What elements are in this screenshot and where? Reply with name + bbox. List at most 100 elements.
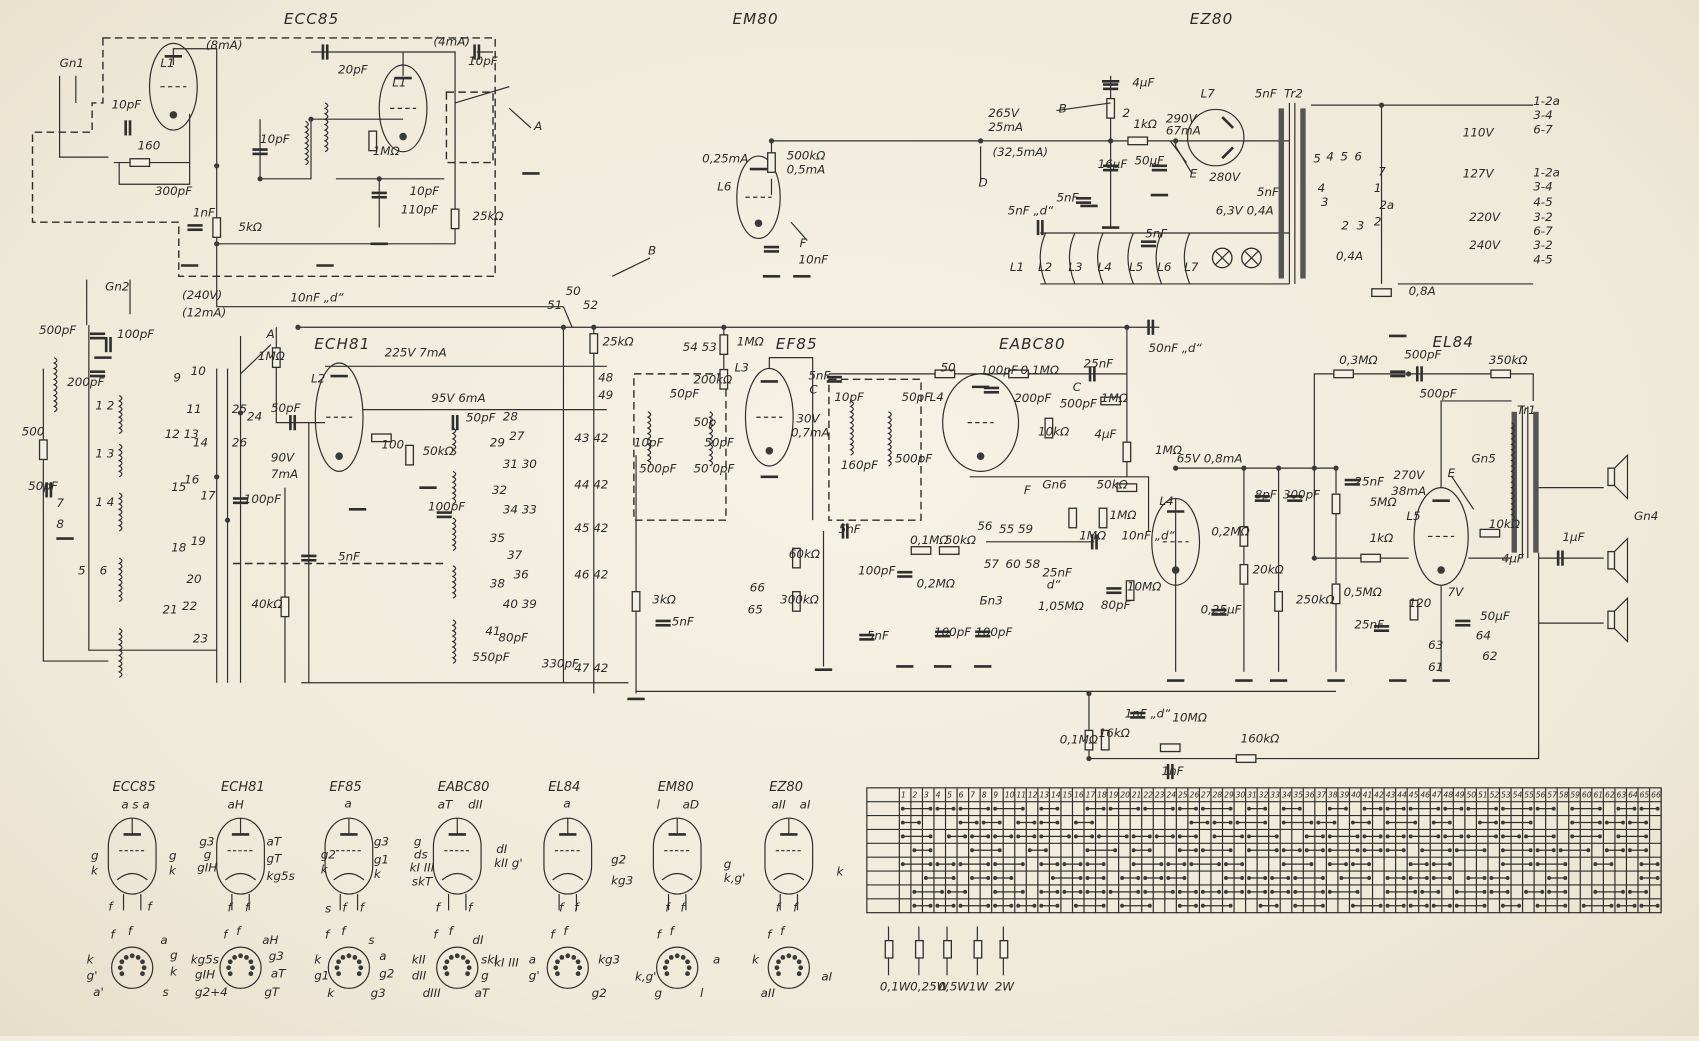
socket-pin <box>238 953 243 959</box>
label-el84: 64 <box>1476 628 1491 642</box>
table-contact <box>928 848 933 853</box>
table-contact <box>1212 820 1217 825</box>
table-contact <box>1621 820 1625 825</box>
table-contact <box>1078 889 1083 894</box>
table-column-number: 54 <box>1513 791 1523 800</box>
table-contact <box>1401 806 1406 811</box>
tube-pin-label: f <box>433 927 439 941</box>
table-column-number: 2 <box>913 791 918 800</box>
table-contact <box>1454 848 1459 853</box>
label-el84: 350kΩ <box>1489 353 1528 367</box>
table-column-number: 64 <box>1628 791 1638 800</box>
table-contact <box>1344 862 1348 867</box>
label-power: 2a <box>1379 198 1394 212</box>
tube-pin-label: a <box>529 952 536 966</box>
table-contact <box>1551 834 1556 839</box>
socket-pin <box>444 959 450 965</box>
label-eabc80: 1MΩ <box>1101 391 1128 405</box>
table-contact <box>1032 903 1037 908</box>
table-contact <box>1597 834 1602 839</box>
tube-pin-label: kI III <box>494 956 519 970</box>
table-contact <box>1454 889 1459 894</box>
table-contact <box>1593 862 1598 867</box>
table-contact <box>1362 848 1367 853</box>
tube-pin-label: k <box>374 867 382 881</box>
table-contact <box>1524 834 1528 839</box>
label-el84: Gn5 <box>1471 452 1495 466</box>
table-column-number: 60 <box>1582 791 1592 800</box>
tube-pin-label: g2 <box>611 853 626 867</box>
label-el84: 1kΩ <box>1370 531 1394 545</box>
heater-filament <box>1068 232 1076 285</box>
label-osc: 47 42 <box>574 661 608 675</box>
table-contact <box>1616 806 1621 811</box>
table-contact <box>1170 806 1175 811</box>
label-ef85: 1MΩ <box>737 335 764 349</box>
table-column-number: 8 <box>982 791 987 800</box>
tube-legend-cathode <box>333 872 365 881</box>
label-power: 7 <box>1378 165 1386 179</box>
label-eabc80: 0,1MΩ <box>1021 363 1059 377</box>
socket-pin <box>466 965 472 971</box>
label-eabc80: 0,2MΩ <box>917 576 955 590</box>
label-power: L7 <box>1184 260 1199 274</box>
label-eabc80: 25nF <box>1042 566 1072 580</box>
table-column-number: 10 <box>1005 791 1015 800</box>
rating-resistor-symbol <box>943 939 953 959</box>
table-contact <box>1274 848 1279 853</box>
table-contact <box>1401 903 1406 908</box>
label-eabc80: 10nF „d“ <box>1121 529 1175 543</box>
label-el84: 4μF <box>1502 551 1524 565</box>
table-contact <box>1535 862 1540 867</box>
label-mains_taps: 4-5 <box>1533 195 1552 209</box>
label-ef85: 5nF <box>808 368 830 382</box>
label-power: D <box>978 175 987 189</box>
tube-pin-label: aT <box>267 834 283 848</box>
label-eabc80: 50kΩ <box>1097 478 1128 492</box>
tube-pin-label: f <box>776 900 782 914</box>
tube-pin-label: g3 <box>269 949 284 963</box>
table-contact <box>1327 862 1332 867</box>
junction-dot <box>376 176 382 182</box>
title-ecc85: ECC85 <box>284 10 339 28</box>
junction-dot <box>721 324 727 330</box>
tube-cathode <box>976 452 985 461</box>
table-contact <box>1385 889 1390 894</box>
transformer-winding <box>1300 108 1306 279</box>
table-contact <box>900 806 905 811</box>
transformer-winding <box>1511 411 1517 553</box>
table-contact <box>928 903 933 908</box>
shield-outline <box>828 378 922 521</box>
label-mains_taps: 3-2 <box>1533 238 1552 252</box>
socket-pin <box>662 965 668 971</box>
table-contact <box>970 834 975 839</box>
socket-pin <box>346 953 352 959</box>
table-contact <box>981 820 986 825</box>
label-ech81: 7 <box>56 496 64 510</box>
socket-pin <box>135 955 141 960</box>
tube-cathode <box>765 447 774 455</box>
socket-pin <box>575 971 581 977</box>
table-contact <box>1378 903 1383 908</box>
label-power: L7 <box>1201 87 1216 101</box>
table-contact <box>1055 862 1060 867</box>
table-contact <box>1240 862 1245 867</box>
tube-pin-label: kII <box>412 952 426 966</box>
table-contact <box>1581 903 1586 908</box>
label-eabc80: 200pF <box>1014 391 1051 405</box>
coil <box>304 120 309 166</box>
label-ecc85: (240V) <box>182 288 222 302</box>
table-contact <box>1078 862 1083 867</box>
signal-arrow <box>790 221 808 241</box>
label-ecc85: 50 <box>566 284 581 298</box>
table-contact <box>940 889 944 894</box>
table-contact <box>1166 862 1171 867</box>
tube-legend-cathode <box>773 872 805 881</box>
label-ecc85: 160 <box>138 139 161 153</box>
table-contact <box>1558 848 1563 853</box>
tube-pin-label: g2 <box>379 966 394 980</box>
label-ecc85: Gn1 <box>60 56 84 70</box>
title-el84: EL84 <box>1432 333 1474 351</box>
label-power: 25mA <box>988 120 1023 134</box>
table-contact <box>1408 834 1413 839</box>
